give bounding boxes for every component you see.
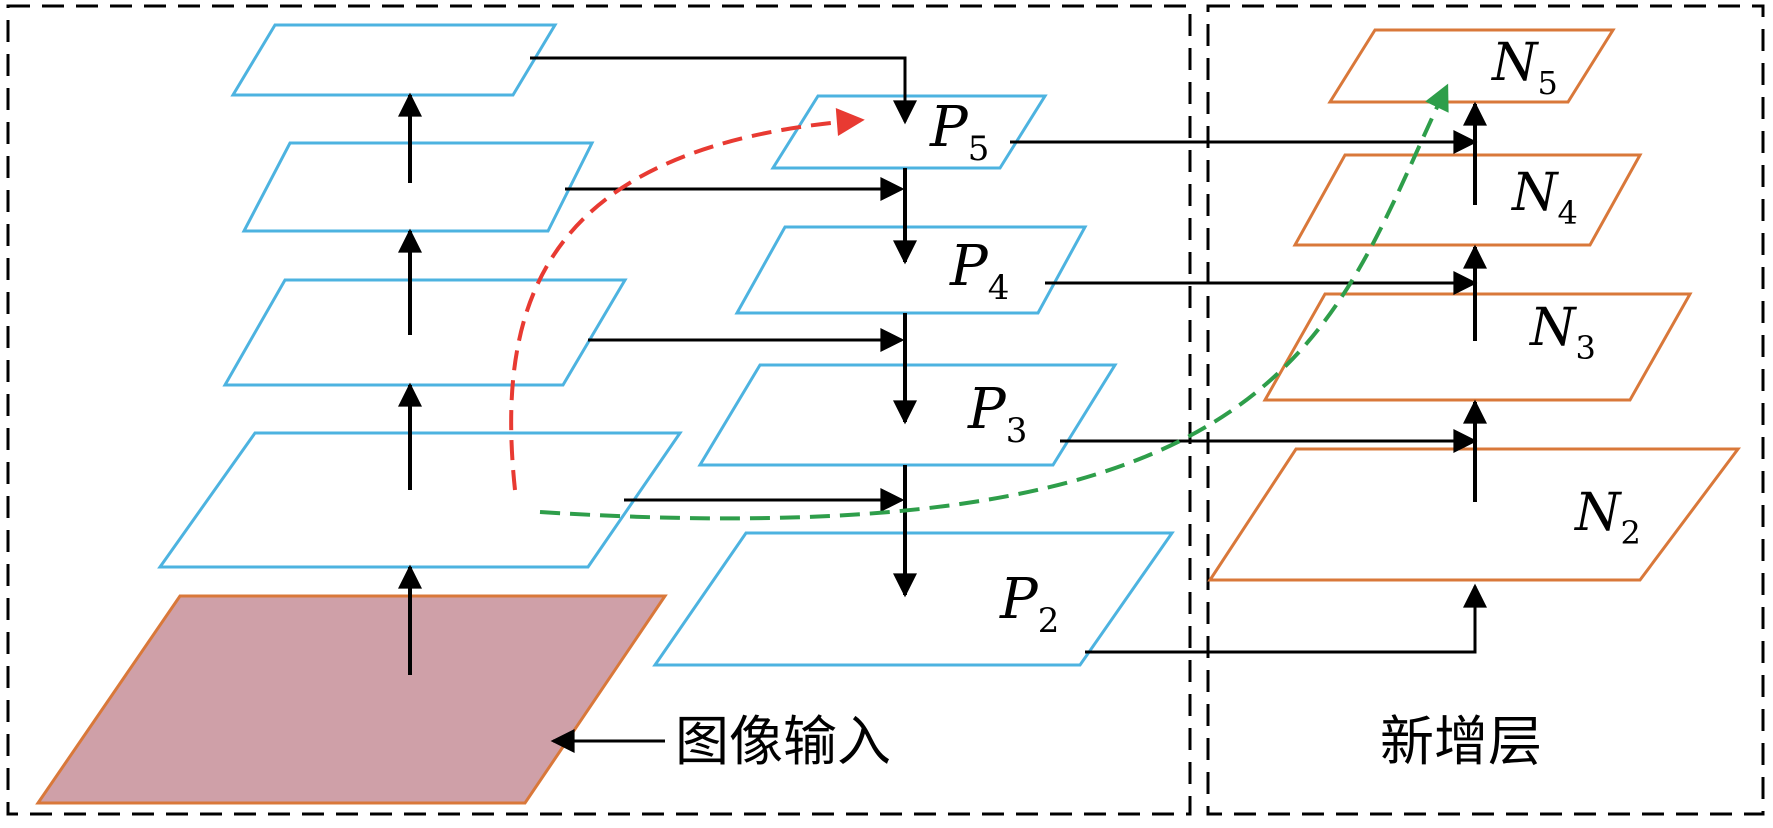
n5-label: N5 <box>1490 33 1558 102</box>
p3-plane <box>697 363 1118 467</box>
p4-label: P4 <box>949 234 1009 308</box>
lateral-top-to-p5 <box>530 56 917 125</box>
p5-plane <box>770 94 1048 170</box>
backbone-plane-2 <box>241 141 595 233</box>
input-label: 图像输入 <box>675 710 891 773</box>
n2-label: N2 <box>1573 483 1641 552</box>
n5-plane <box>1327 28 1616 104</box>
backbone-plane-1 <box>230 23 558 97</box>
red-dashed-path <box>509 108 865 491</box>
n4-plane <box>1292 153 1643 247</box>
p2-label: P2 <box>999 567 1059 641</box>
backbone-plane-4 <box>157 431 683 569</box>
n2-plane <box>1207 447 1741 582</box>
p-to-n-arrows <box>1010 130 1487 654</box>
p4-plane <box>734 225 1088 315</box>
new-layer-label: 新增层 <box>1380 710 1542 773</box>
p2-plane <box>652 531 1175 667</box>
p3-label: P3 <box>967 377 1027 451</box>
input-image-plane <box>35 594 668 805</box>
left-frame <box>6 4 1192 816</box>
p5-label: P5 <box>929 95 989 169</box>
n4-label: N4 <box>1510 163 1578 232</box>
p2-to-n2 <box>1085 583 1487 654</box>
n3-plane <box>1262 292 1693 402</box>
backbone-plane-3 <box>222 278 628 387</box>
right-frame <box>1206 4 1765 816</box>
n3-label: N3 <box>1528 298 1596 367</box>
